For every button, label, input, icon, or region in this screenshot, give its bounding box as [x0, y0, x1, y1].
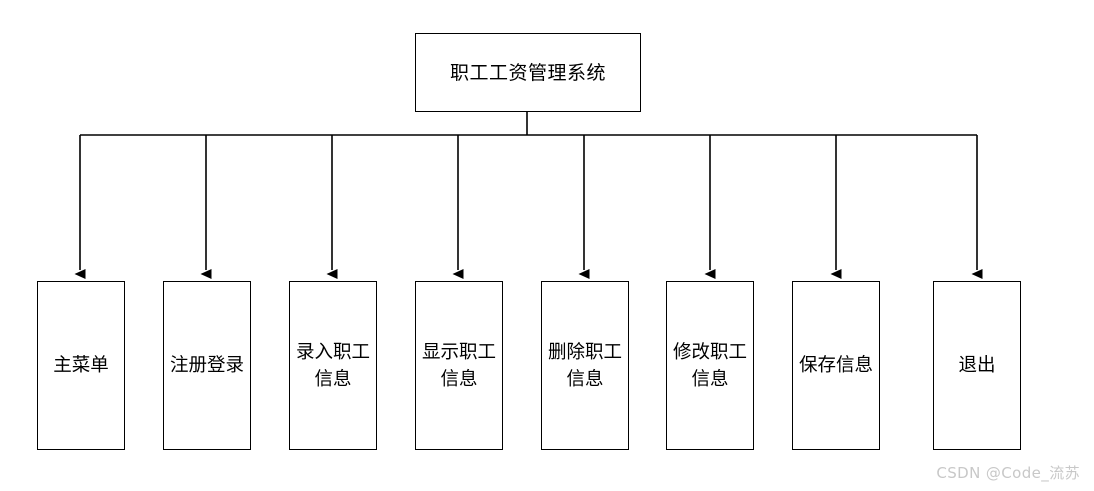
- leaf-node-modify-employee-info[interactable]: 修改职工信息: [666, 281, 754, 450]
- leaf-node-label: 删除职工信息: [547, 341, 622, 390]
- root-node[interactable]: 职工工资管理系统: [415, 33, 641, 112]
- leaf-node-label: 主菜单: [53, 355, 109, 376]
- leaf-node-add-employee-info[interactable]: 录入职工信息: [289, 281, 377, 450]
- leaf-node-show-employee-info[interactable]: 显示职工信息: [415, 281, 503, 450]
- leaf-node-main-menu[interactable]: 主菜单: [37, 281, 125, 450]
- leaf-node-register-login[interactable]: 注册登录: [163, 281, 251, 450]
- leaf-node-label: 录入职工信息: [295, 341, 370, 390]
- leaf-node-label: 保存信息: [798, 355, 873, 376]
- leaf-node-exit[interactable]: 退出: [933, 281, 1021, 450]
- leaf-node-label: 显示职工信息: [421, 341, 496, 390]
- leaf-node-label: 修改职工信息: [672, 341, 747, 390]
- leaf-node-label: 注册登录: [169, 355, 244, 376]
- leaf-node-save-info[interactable]: 保存信息: [792, 281, 880, 450]
- leaf-node-label: 退出: [958, 355, 996, 376]
- root-node-label: 职工工资管理系统: [449, 61, 606, 84]
- leaf-node-delete-employee-info[interactable]: 删除职工信息: [541, 281, 629, 450]
- watermark-text: CSDN @Code_流苏: [936, 464, 1080, 482]
